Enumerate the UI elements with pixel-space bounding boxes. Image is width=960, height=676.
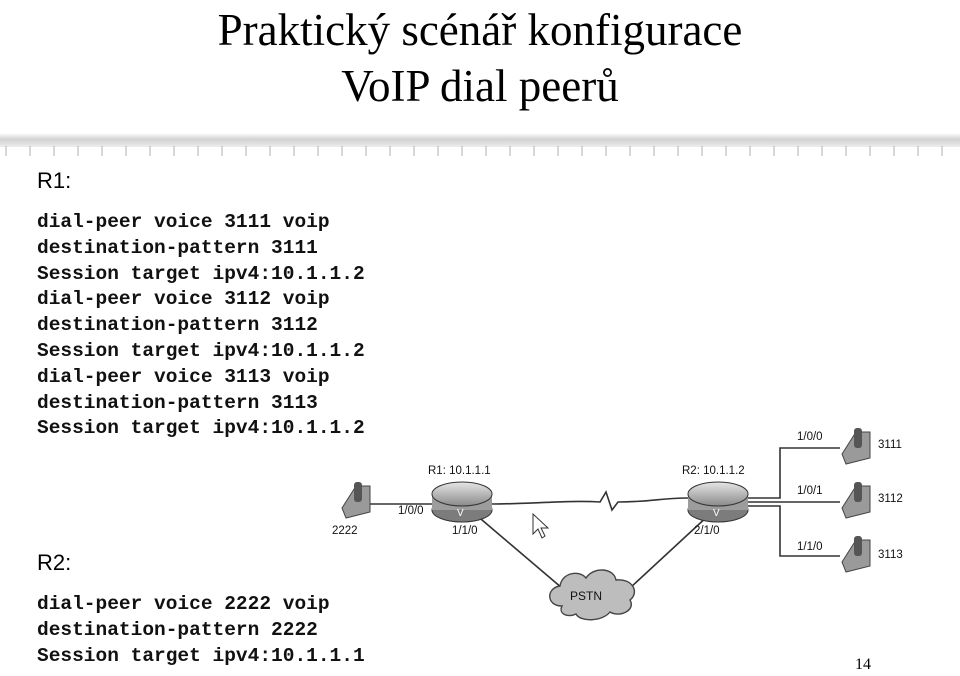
r2-config: dial-peer voice 2222 voip destination-pat… — [37, 592, 365, 669]
r1-config-line: Session target ipv4:10.1.1.2 — [37, 417, 365, 440]
phone-2222-icon — [341, 482, 371, 519]
r1-config: dial-peer voice 3111 voip destination-pat… — [37, 210, 365, 442]
r1-config-line: dial-peer voice 3113 voip — [37, 365, 330, 388]
r1-config-line: dial-peer voice 3111 voip — [37, 211, 330, 233]
r1-config-line: destination-pattern 3112 — [37, 314, 318, 337]
title-line-1: Praktický scénář konfigurace — [217, 5, 743, 55]
router-r2-glyph: V — [713, 508, 720, 519]
router-r1-icon: V — [431, 481, 493, 523]
divider-ticks — [5, 146, 943, 156]
link-r1-r2-wan — [491, 490, 689, 512]
r2-port-3112: 1/0/1 — [797, 485, 823, 497]
r1-port-phone: 1/0/0 — [398, 505, 424, 517]
page-number: 14 — [855, 656, 871, 673]
router-r1-glyph: V — [457, 508, 464, 519]
r2-port-3111: 1/0/0 — [797, 431, 823, 443]
r1-config-line: destination-pattern 3113 — [37, 391, 318, 414]
r1-port-pstn: 1/1/0 — [452, 525, 478, 537]
phone-3112-icon — [841, 482, 871, 519]
r1-config-line: dial-peer voice 3112 voip — [37, 288, 330, 311]
slide-title: Praktický scénář konfigurace VoIP dial p… — [0, 2, 960, 114]
phone-3111-label: 3111 — [878, 439, 902, 451]
r1-config-line: Session target ipv4:10.1.1.2 — [37, 262, 365, 285]
link-r2-3113 — [745, 505, 840, 557]
router-r2-icon: V — [687, 481, 749, 523]
link-r1-pstn — [474, 513, 563, 589]
r1-config-line: Session target ipv4:10.1.1.2 — [37, 339, 365, 362]
phone-3112-label: 3112 — [878, 493, 903, 505]
r2-port-3113: 1/1/0 — [797, 541, 823, 553]
title-divider — [0, 133, 960, 147]
r2-label: R2: — [37, 550, 72, 575]
r1-label: R1: — [37, 168, 72, 193]
phone-2222-label: 2222 — [332, 525, 358, 537]
r2-config-line: Session target ipv4:10.1.1.1 — [37, 644, 365, 667]
network-diagram: 2222 V R1: 10.1.1.1 1/0/0 1/1/0 V R2: 10… — [332, 428, 903, 621]
title-line-2: VoIP dial peerů — [341, 61, 619, 111]
r2-config-line: destination-pattern 2222 — [37, 618, 318, 641]
pstn-cloud-icon — [549, 569, 635, 621]
phone-3113-icon — [841, 536, 871, 573]
r1-address-label: R1: 10.1.1.1 — [428, 465, 491, 477]
mouse-cursor-icon — [532, 512, 550, 539]
link-r2-3111 — [745, 447, 840, 499]
r2-port-pstn: 2/1/0 — [694, 525, 720, 537]
phone-3113-label: 3113 — [878, 549, 903, 561]
pstn-label: PSTN — [570, 589, 602, 603]
phone-3111-icon — [841, 428, 871, 465]
r1-config-line: destination-pattern 3111 — [37, 236, 318, 259]
r2-address-label: R2: 10.1.1.2 — [682, 465, 745, 477]
r2-config-line: dial-peer voice 2222 voip — [37, 593, 330, 615]
link-r2-pstn — [629, 513, 711, 589]
